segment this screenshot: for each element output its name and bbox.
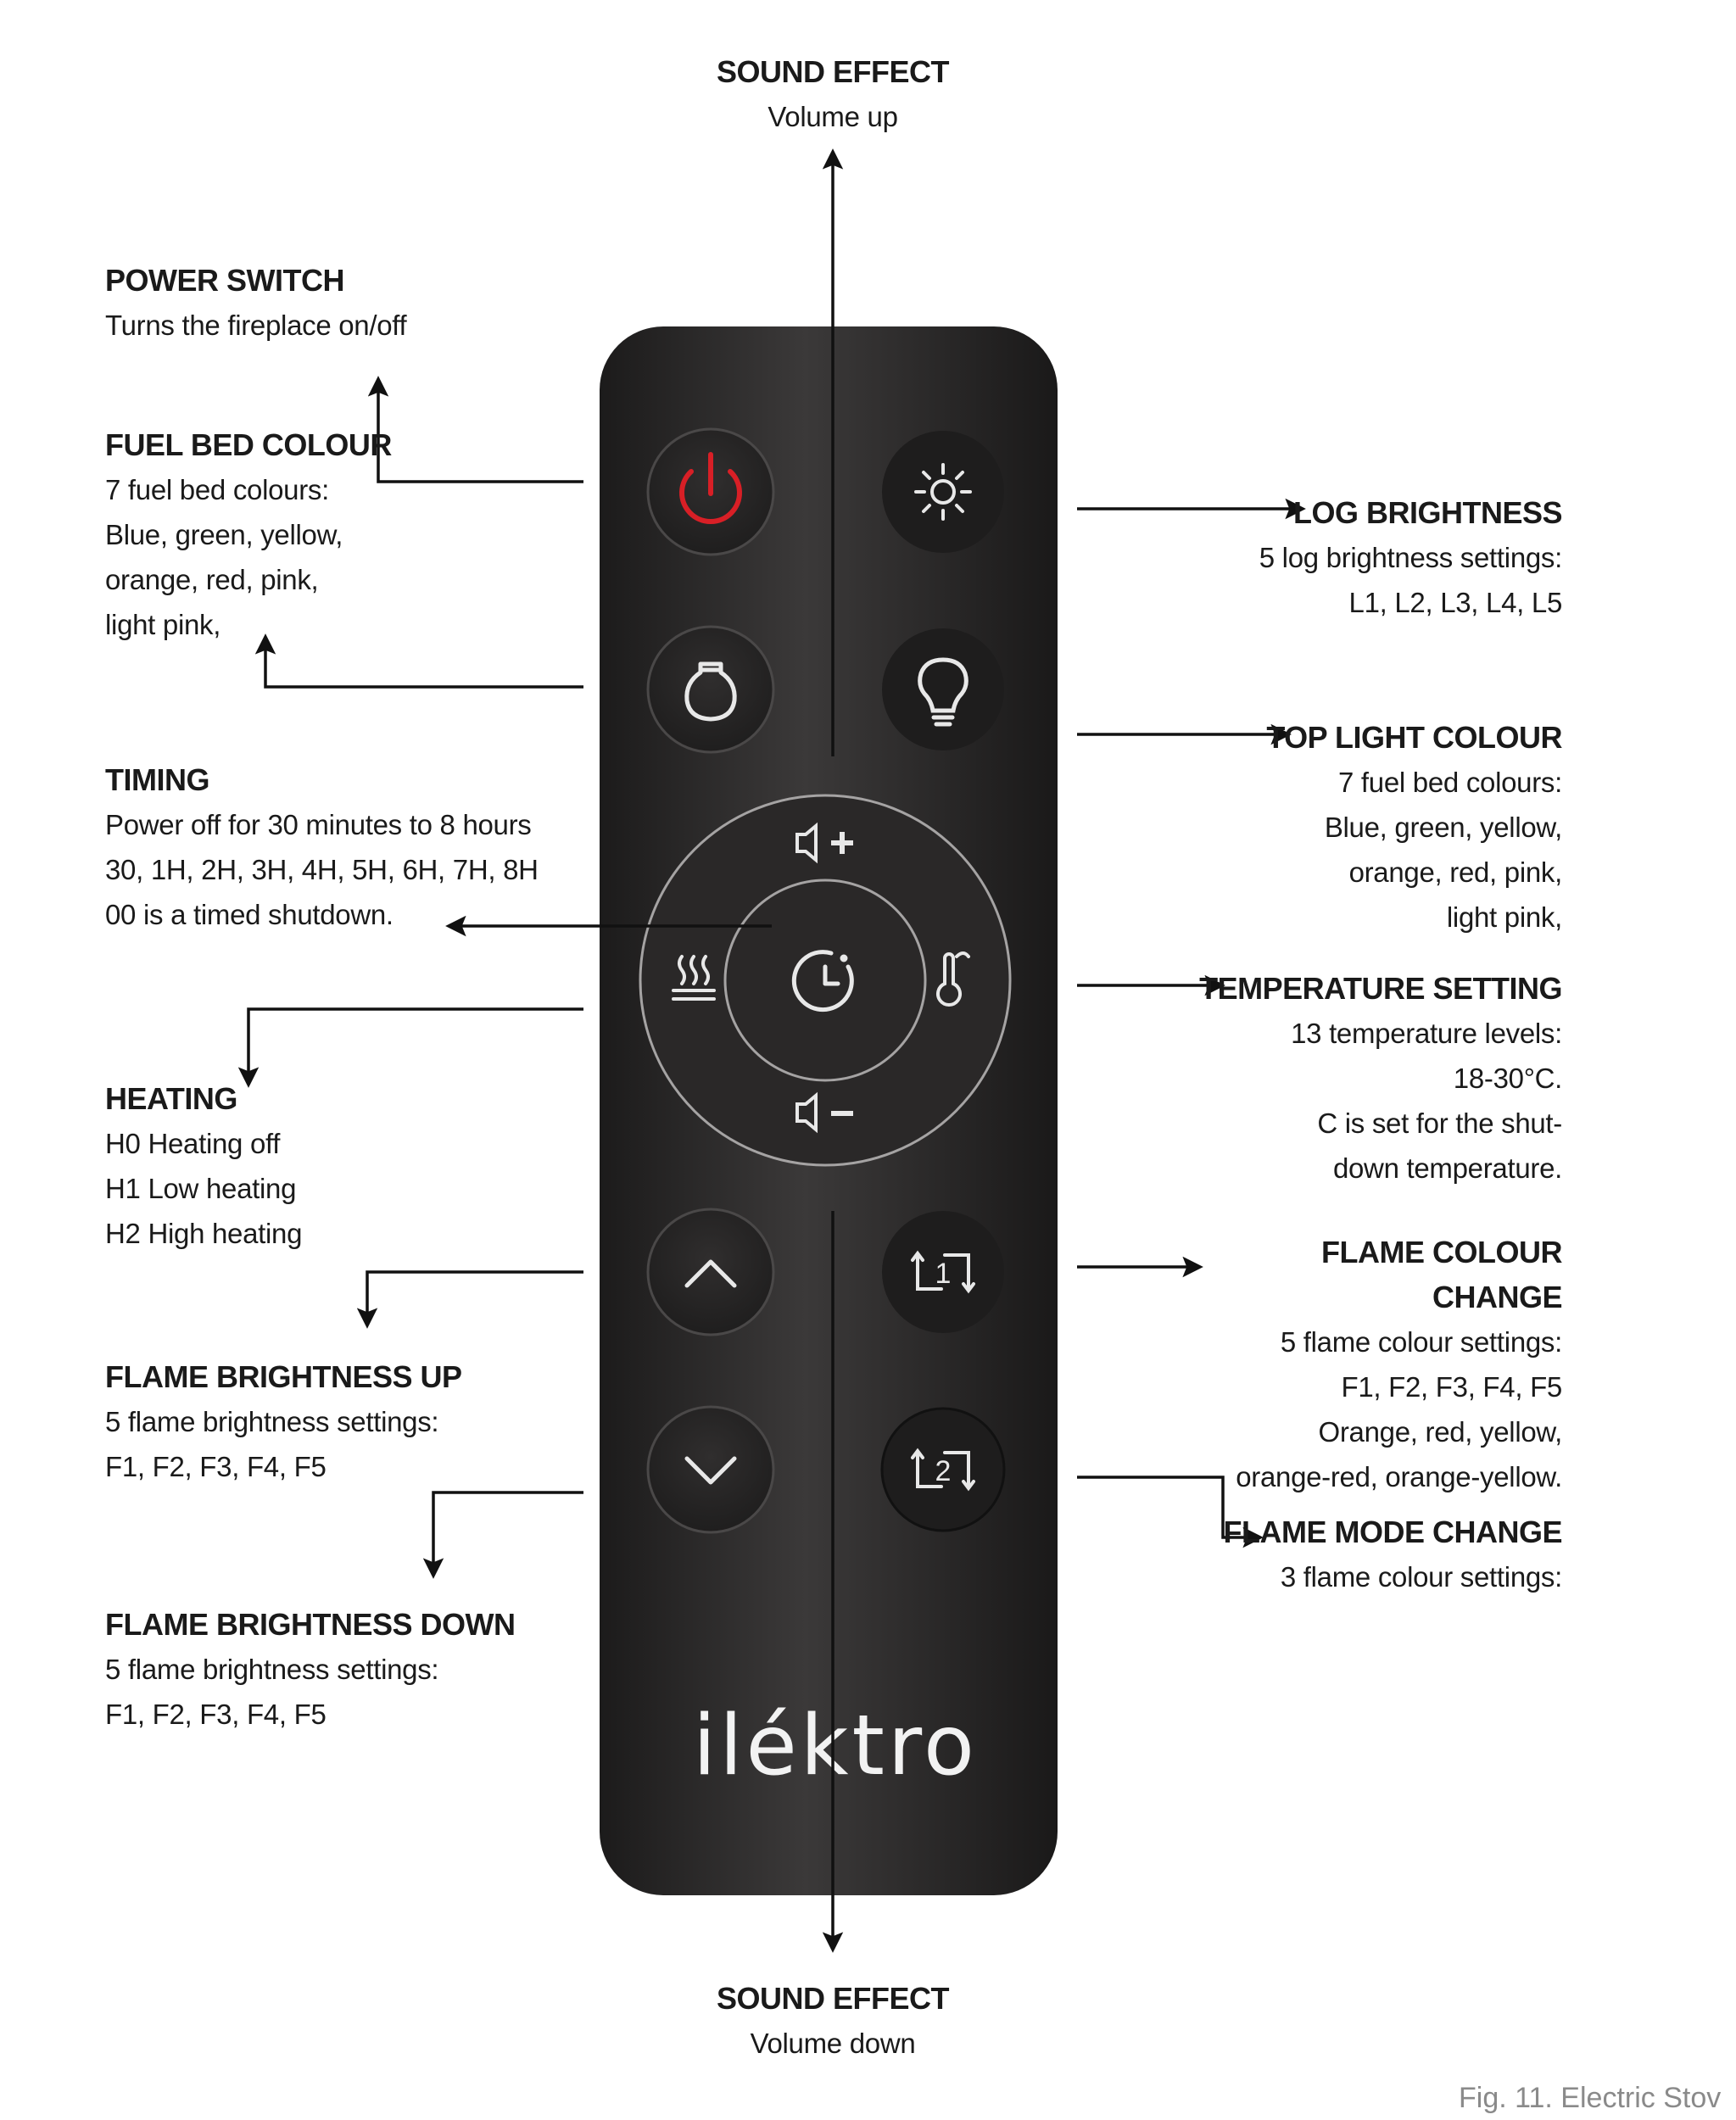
label-heating: HEATING H0 Heating off H1 Low heating H2… [105, 1076, 580, 1256]
arrow-flame-mode [1077, 1476, 1264, 1548]
label-line: 18-30°C. [1453, 1063, 1563, 1094]
label-line: C is set for the shut- [1317, 1107, 1562, 1139]
label-line: Orange, red, yellow, [1318, 1416, 1563, 1448]
label-fuel-bed: FUEL BED COLOUR 7 fuel bed colours: Blue… [105, 422, 580, 647]
label-title: FLAME BRIGHTNESS UP [105, 1359, 462, 1394]
label-timing: TIMING Power off for 30 minutes to 8 hou… [105, 757, 614, 937]
label-line: 5 flame brightness settings: [105, 1406, 439, 1437]
svg-text:1: 1 [935, 1258, 952, 1290]
label-title: TIMING [105, 762, 209, 797]
label-line: 30, 1H, 2H, 3H, 4H, 5H, 6H, 7H, 8H [105, 854, 539, 885]
brand-tail: ktro [801, 1698, 978, 1794]
label-sound-down: SOUND EFFECT Volume down [663, 1976, 1002, 2066]
label-line: 5 flame colour settings: [1280, 1326, 1562, 1358]
label-line: H0 Heating off [105, 1128, 281, 1159]
label-line: Volume up [768, 101, 898, 132]
label-line: Turns the fireplace on/off [105, 310, 407, 341]
label-line: Power off for 30 minutes to 8 hours [105, 809, 532, 840]
label-title: FUEL BED COLOUR [105, 427, 392, 462]
bulb-outline-icon [684, 661, 737, 722]
label-line: 13 temperature levels: [1291, 1018, 1562, 1049]
brand-accent: é [745, 1698, 800, 1794]
bulb-icon [918, 657, 968, 727]
flame-colour-change-button[interactable]: 1 [882, 1211, 1004, 1333]
chevron-up-icon [684, 1259, 737, 1288]
label-flame-colour-change: FLAME COLOUR CHANGE 5 flame colour setti… [1187, 1230, 1562, 1499]
label-title: LOG BRIGHTNESS [1292, 495, 1563, 530]
label-title: TEMPERATURE SETTING [1199, 971, 1562, 1006]
label-title: FLAME BRIGHTNESS DOWN [105, 1607, 516, 1642]
svg-text:2: 2 [935, 1455, 952, 1487]
volume-up-button[interactable] [780, 814, 874, 873]
cycle-2-icon: 2 [911, 1448, 975, 1492]
heat-waves-icon [672, 955, 716, 1001]
label-title: TOP LIGHT COLOUR [1266, 720, 1562, 755]
label-line: 7 fuel bed colours: [105, 474, 329, 505]
label-line: light pink, [1446, 901, 1562, 933]
label-flame-brightness-up: FLAME BRIGHTNESS UP 5 flame brightness s… [105, 1354, 580, 1489]
chevron-down-icon [684, 1456, 737, 1485]
label-line: H2 High heating [105, 1218, 303, 1249]
label-line: 00 is a timed shutdown. [105, 899, 394, 930]
label-sound-up: SOUND EFFECT Volume up [663, 49, 1002, 139]
label-line: F1, F2, F3, F4, F5 [105, 1699, 327, 1730]
brand-base: il [693, 1698, 745, 1794]
leader-lines [237, 148, 1306, 1953]
label-top-light: TOP LIGHT COLOUR 7 fuel bed colours: Blu… [1187, 715, 1562, 940]
label-line: orange, red, pink, [1348, 856, 1563, 888]
label-title: SOUND EFFECT [716, 1981, 950, 2016]
label-line: down temperature. [1332, 1152, 1562, 1184]
label-line: light pink, [105, 609, 221, 640]
label-line: 5 log brightness settings: [1259, 542, 1563, 573]
arrow-flame-up [356, 1270, 583, 1329]
label-power: POWER SWITCH Turns the fireplace on/off [105, 258, 580, 348]
volume-down-button[interactable] [780, 1085, 874, 1145]
label-line: Volume down [750, 2028, 916, 2059]
arrow-flame-down [422, 1491, 583, 1579]
label-line: orange, red, pink, [105, 564, 319, 595]
label-line: H1 Low heating [105, 1173, 297, 1204]
power-button[interactable] [646, 427, 775, 556]
log-brightness-button[interactable] [882, 431, 1004, 553]
brand-logo: iléktro [693, 1698, 978, 1794]
cycle-1-icon: 1 [911, 1250, 975, 1294]
label-flame-brightness-down: FLAME BRIGHTNESS DOWN 5 flame brightness… [105, 1602, 580, 1737]
clock-icon [791, 950, 854, 1013]
label-title: FLAME COLOUR CHANGE [1321, 1235, 1562, 1314]
arrow-heating [237, 1007, 583, 1088]
label-line: 5 flame brightness settings: [105, 1654, 439, 1685]
top-light-colour-button[interactable] [882, 628, 1004, 750]
power-icon [679, 452, 742, 525]
label-line: Blue, green, yellow, [1324, 812, 1562, 843]
label-title: SOUND EFFECT [716, 54, 950, 89]
label-line: Blue, green, yellow, [105, 519, 343, 550]
arrow-fuel-bed [254, 633, 583, 689]
thermometer-icon [936, 951, 970, 1007]
label-line: F1, F2, F3, F4, F5 [1341, 1371, 1562, 1403]
sun-icon [914, 463, 972, 521]
label-temperature: TEMPERATURE SETTING 13 temperature level… [1187, 966, 1562, 1191]
figure-caption: Fig. 11. Electric Stov [1459, 2082, 1722, 2114]
flame-brightness-up-button[interactable] [646, 1208, 775, 1336]
label-line: orange-red, orange-yellow. [1236, 1461, 1562, 1492]
label-line: 7 fuel bed colours: [1338, 767, 1562, 798]
temperature-button[interactable] [924, 941, 992, 1018]
arrow-power [367, 376, 583, 483]
label-line: F1, F2, F3, F4, F5 [105, 1451, 327, 1482]
flame-mode-change-button[interactable]: 2 [880, 1407, 1006, 1532]
flame-brightness-down-button[interactable] [646, 1405, 775, 1534]
label-flame-mode-change: FLAME MODE CHANGE 3 flame colour setting… [1187, 1509, 1563, 1599]
label-title: POWER SWITCH [105, 263, 344, 298]
speaker-minus-icon [795, 1091, 853, 1134]
label-line: 3 flame colour settings: [1280, 1561, 1562, 1593]
heating-button[interactable] [661, 941, 729, 1018]
fuel-bed-colour-button[interactable] [646, 625, 775, 754]
label-title: FLAME MODE CHANGE [1223, 1515, 1563, 1549]
timing-button[interactable] [732, 887, 918, 1074]
label-title: HEATING [105, 1081, 237, 1116]
label-log-brightness: LOG BRIGHTNESS 5 log brightness settings… [1187, 490, 1563, 625]
label-line: L1, L2, L3, L4, L5 [1348, 587, 1563, 618]
speaker-plus-icon [795, 822, 853, 864]
